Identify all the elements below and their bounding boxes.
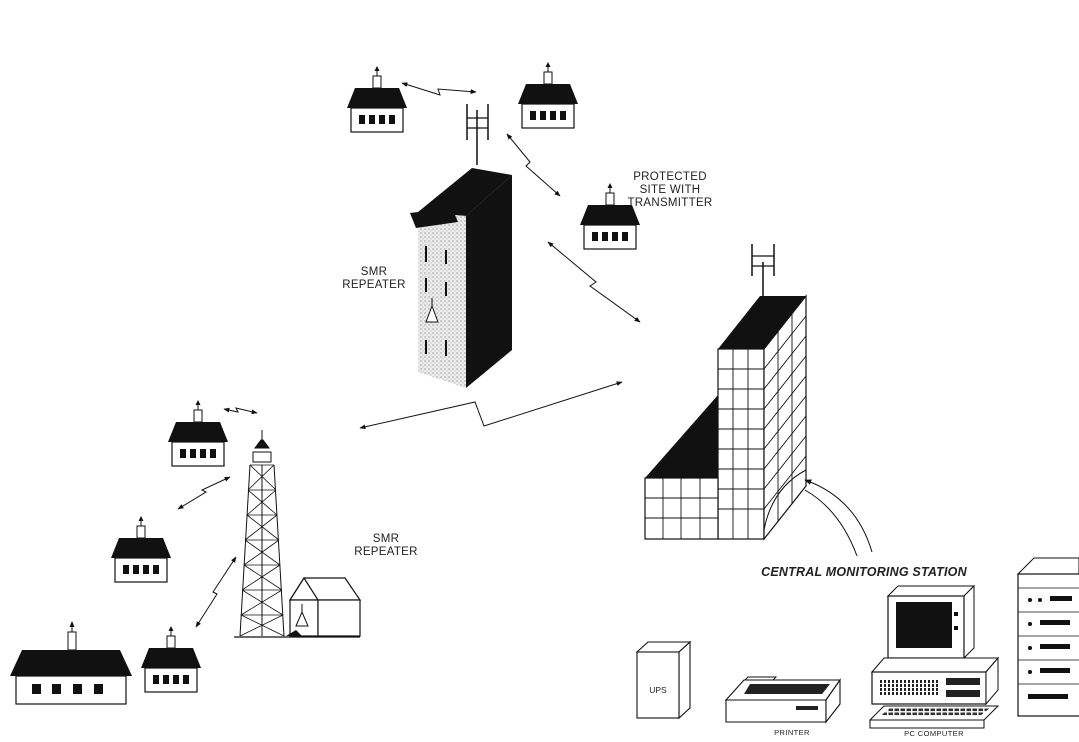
ups-label: UPS: [649, 685, 667, 695]
smr-repeater-top-line1: SMR: [360, 266, 388, 278]
ups-unit-icon: [635, 640, 692, 720]
house-icon: [517, 61, 579, 129]
smr-repeater-top-label: SMR REPEATER: [334, 266, 414, 292]
central-monitoring-building-icon: [644, 244, 873, 557]
protected-site-line2: SITE WITH: [639, 183, 701, 196]
smr-repeater-bottom-label: SMR REPEATER: [346, 533, 426, 559]
pc-computer-label: PC COMPUTER: [904, 729, 964, 738]
smr-repeater-bottom-line1: SMR: [372, 533, 400, 545]
smr-repeater-top-line2: REPEATER: [342, 278, 406, 291]
pc-computer-icon: [868, 584, 1000, 729]
printer-icon: [724, 676, 842, 724]
radio-link-arrow: [195, 556, 237, 628]
radio-link-arrow: [223, 407, 258, 415]
central-monitoring-station-title: CENTRAL MONITORING STATION: [761, 565, 967, 579]
protected-site-label: PROTECTED SITE WITH TRANSMITTER: [590, 171, 750, 210]
radio-link-arrow: [401, 82, 477, 96]
equipment-rack-icon: [1016, 557, 1079, 717]
repeater-shed-icon: [286, 576, 362, 637]
radio-link-arrow: [506, 133, 561, 197]
smr-repeater-bottom-line2: REPEATER: [354, 545, 418, 558]
protected-site-line1: PROTECTED: [633, 171, 707, 183]
large-house-icon: [10, 621, 132, 705]
lattice-tower-icon: [234, 430, 360, 638]
protected-site-line3: TRANSMITTER: [627, 196, 713, 209]
house-icon: [110, 515, 172, 583]
house-icon: [167, 399, 229, 467]
radio-links: [177, 82, 641, 628]
radio-link-arrow: [177, 476, 231, 510]
printer-label: PRINTER: [774, 728, 810, 737]
smr-repeater-building-icon: [410, 104, 512, 388]
radio-link-arrow: [547, 241, 641, 323]
radio-link-arrow: [359, 381, 623, 430]
house-icon: [140, 625, 202, 693]
house-icon: [346, 65, 408, 133]
